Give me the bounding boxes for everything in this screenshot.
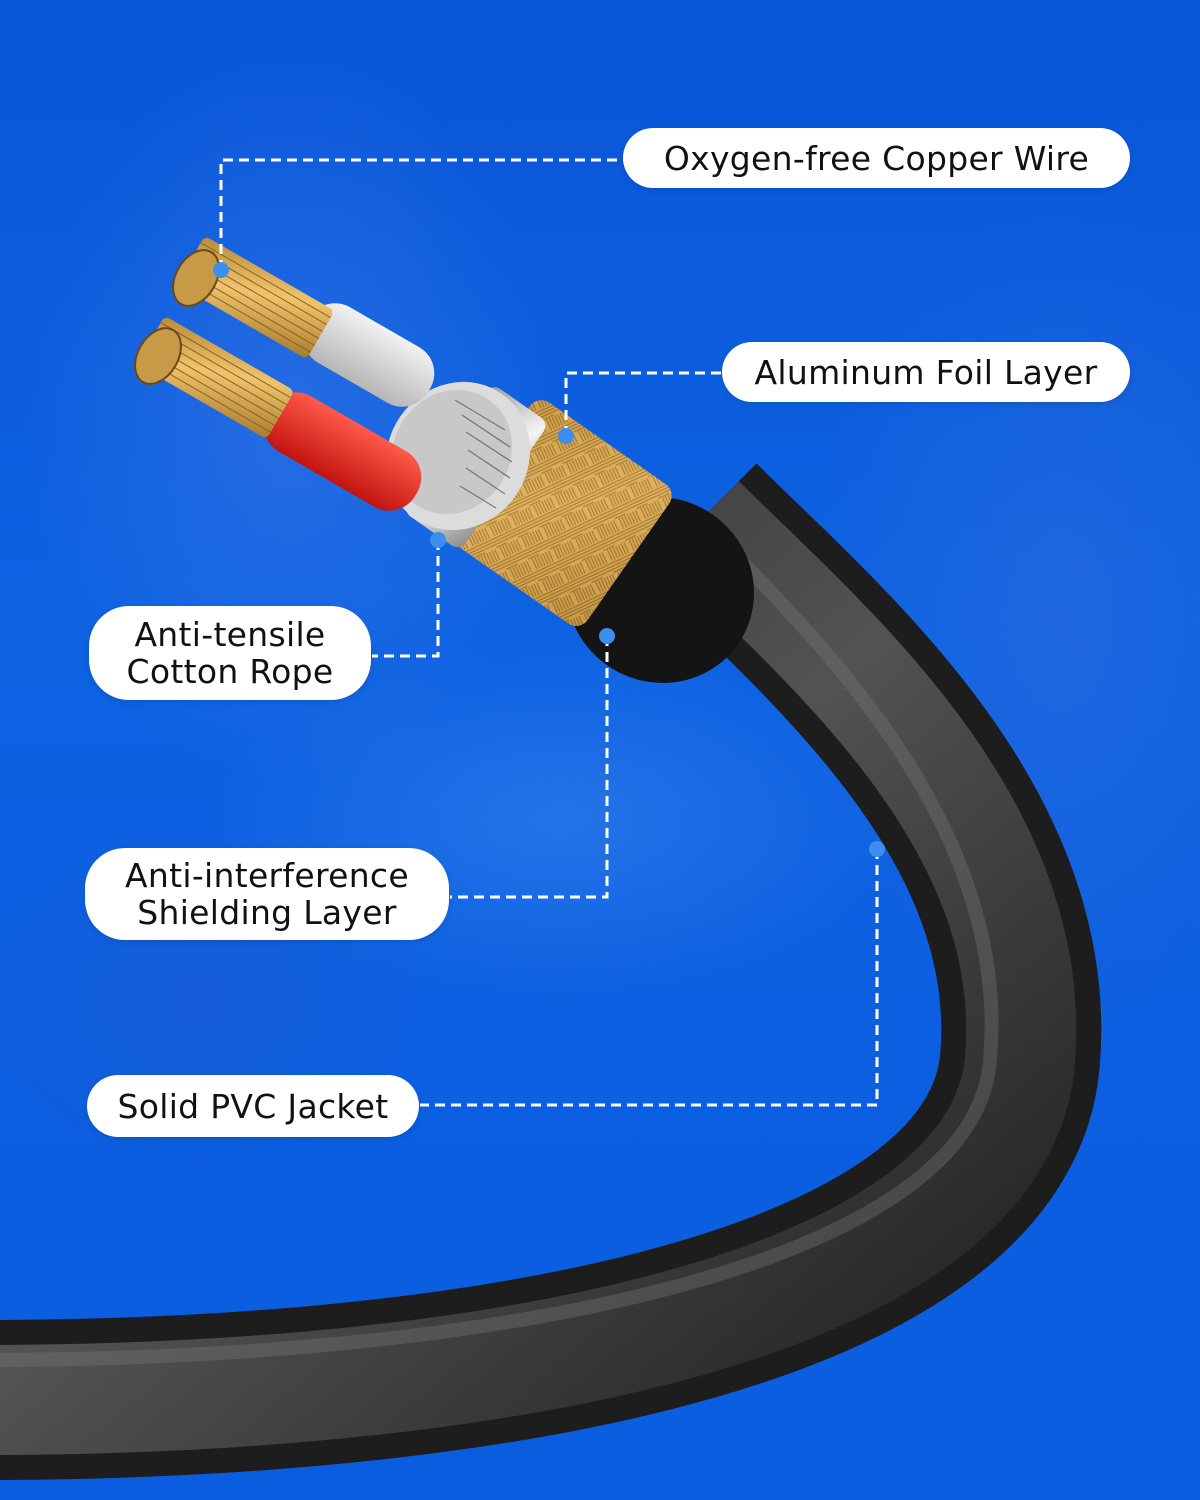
label-oxygen-free-copper-wire: Oxygen-free Copper Wire <box>623 128 1130 188</box>
connector-shield <box>450 636 609 899</box>
dot-foil-icon <box>558 428 574 444</box>
dot-jacket-icon <box>869 841 885 857</box>
connector-lines <box>219 158 879 1107</box>
dot-cotton-icon <box>430 532 446 548</box>
label-anti-interference-shielding-layer: Anti-interference Shielding Layer <box>85 848 449 940</box>
dot-copper-icon <box>213 262 229 278</box>
label-solid-pvc-jacket: Solid PVC Jacket <box>87 1075 419 1137</box>
connector-jacket <box>420 849 879 1107</box>
connector-copper <box>219 158 625 270</box>
dot-shield-icon <box>599 628 615 644</box>
label-anti-tensile-cotton-rope: Anti-tensile Cotton Rope <box>89 606 371 700</box>
anchor-dots <box>213 262 885 857</box>
connector-cotton <box>372 540 440 658</box>
connector-foil <box>564 371 724 436</box>
label-aluminum-foil-layer: Aluminum Foil Layer <box>722 342 1130 402</box>
